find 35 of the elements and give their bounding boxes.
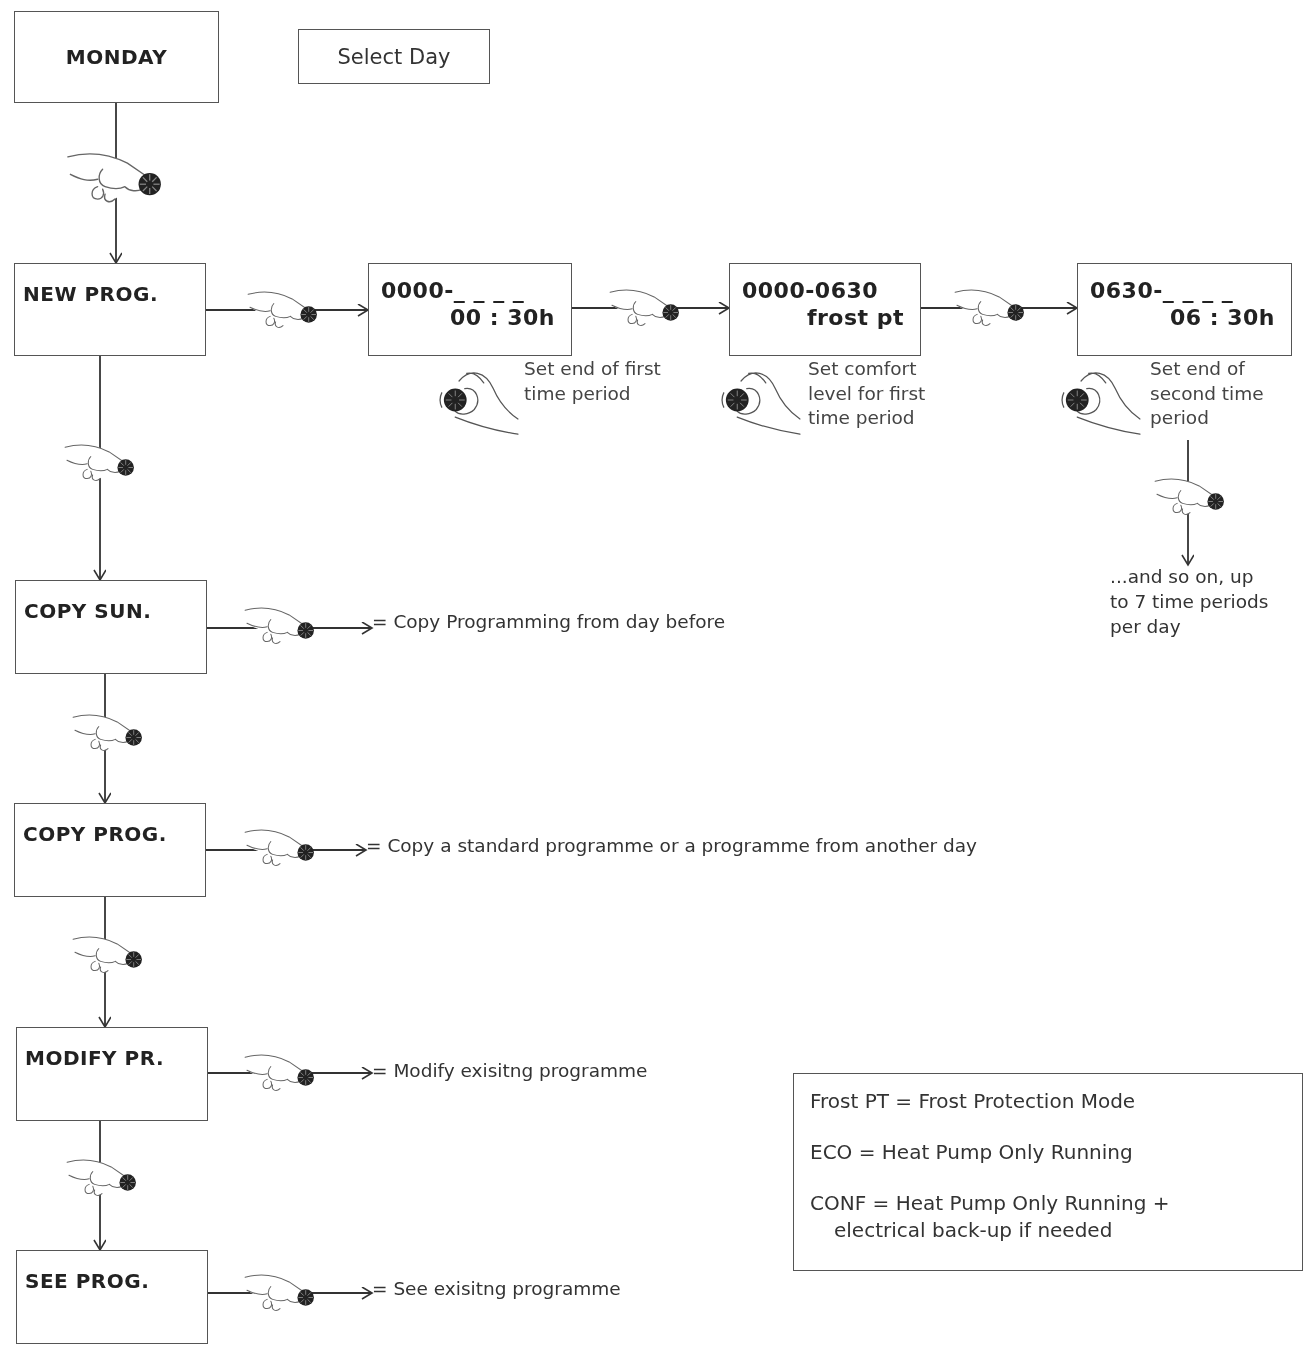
note-box (793, 1073, 1303, 1271)
menu-box (16, 1027, 208, 1121)
description-text: = Copy Programming from day before (372, 610, 726, 635)
caption-text: Set end of first time period (524, 357, 662, 406)
menu-box (14, 803, 206, 897)
note-text: CONF = Heat Pump Only Running + electrical back-up if needed (810, 1190, 1171, 1244)
description-text: = Copy a standard programme or a programme from another day (366, 834, 978, 859)
menu-label: NEW PROG. (23, 282, 159, 306)
display-box (1077, 263, 1292, 356)
display-text: frost pt (805, 305, 905, 330)
menu-label: MODIFY PR. (25, 1046, 166, 1070)
menu-label: SEE PROG. (25, 1269, 151, 1293)
display-text: 0000-0630 (742, 278, 880, 303)
heading-box (298, 29, 490, 84)
note-text: ECO = Heat Pump Only Running (810, 1139, 1134, 1166)
display-text: 06 : 30h (1169, 305, 1276, 330)
menu-label: COPY PROG. (23, 822, 168, 846)
description-text: ...and so on, up to 7 time periods per day (1110, 565, 1272, 640)
description-text: = Modify exisitng programme (372, 1059, 648, 1084)
heading-text: Select Day (337, 44, 451, 69)
menu-box (14, 263, 206, 356)
display-box (729, 263, 921, 356)
menu-label: COPY SUN. (24, 599, 153, 623)
caption-text: Set end of second time period (1150, 357, 1265, 431)
day-box (14, 11, 219, 103)
description-text: = See exisitng programme (372, 1277, 621, 1302)
note-text: Frost PT = Frost Protection Mode (810, 1088, 1137, 1115)
caption-text: Set comfort level for first time period (808, 357, 927, 431)
menu-label: MONDAY (65, 45, 168, 69)
display-text: 0630-_ _ _ _ (1090, 278, 1235, 303)
display-box (368, 263, 572, 356)
menu-box (16, 1250, 208, 1344)
display-text: 0000-_ _ _ _ (381, 278, 526, 303)
display-text: 00 : 30h (449, 305, 556, 330)
menu-box (15, 580, 207, 674)
